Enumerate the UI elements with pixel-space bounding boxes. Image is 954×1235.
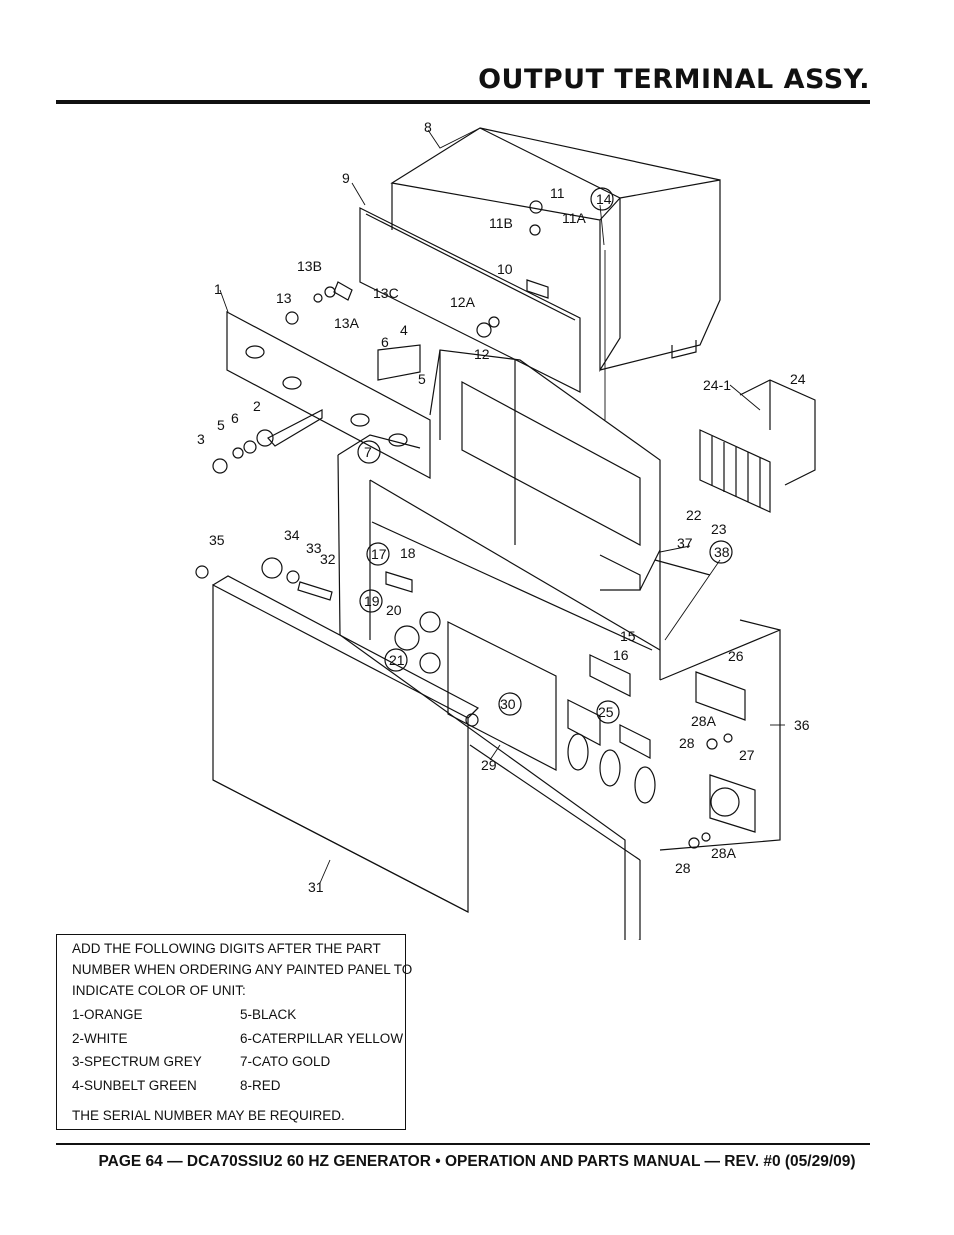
part-label: 15 <box>620 628 636 644</box>
part-label: 10 <box>497 261 513 277</box>
part-label: 11B <box>489 215 513 231</box>
leader-lines <box>219 127 785 884</box>
part-label: 18 <box>400 545 416 561</box>
part-label: 8 <box>424 119 432 135</box>
receptacle-panel <box>447 621 557 771</box>
receptacle-27 <box>709 774 756 833</box>
serial-note: THE SERIAL NUMBER MAY BE REQUIRED. <box>72 1107 345 1123</box>
part-label: 35 <box>209 532 225 548</box>
part-label: 13A <box>334 315 360 331</box>
part-label: 30 <box>500 696 516 712</box>
color-code-list: 1-ORANGE 5-BLACK 2-WHITE 6-CATERPILLAR Y… <box>72 1004 405 1096</box>
page-footer: PAGE 64 — DCA70SSIU2 60 HZ GENERATOR • O… <box>98 1153 856 1170</box>
color-code: 5-BLACK <box>240 1007 297 1022</box>
receptacle-26 <box>695 671 746 721</box>
bracket <box>526 279 549 299</box>
part-label: 34 <box>284 527 300 543</box>
part-label: 28 <box>675 860 691 876</box>
part-label: 31 <box>308 879 324 895</box>
callout-circles <box>357 187 733 724</box>
part-label: 24-1 <box>703 377 731 393</box>
footer-rule <box>56 1143 870 1145</box>
note-line: ADD THE FOLLOWING DIGITS AFTER THE PART <box>72 941 381 956</box>
part-label: 9 <box>342 170 350 186</box>
part-label: 24 <box>790 371 806 387</box>
hardware-parts <box>195 200 733 849</box>
header-rule <box>56 100 870 104</box>
top-cover-box <box>390 127 721 373</box>
part-label: 25 <box>598 704 614 720</box>
front-door <box>212 575 479 913</box>
part-label: 13C <box>373 285 399 301</box>
circuit-breaker-assembly <box>699 379 816 513</box>
color-code: 1-ORANGE <box>72 1007 143 1022</box>
part-label: 17 <box>371 546 387 562</box>
part-label: 20 <box>386 602 402 618</box>
part-label: 26 <box>728 648 744 664</box>
part-label: 27 <box>739 747 755 763</box>
color-code: 8-RED <box>240 1077 281 1093</box>
part-label: 1 <box>214 281 222 297</box>
rod-37 <box>654 559 711 576</box>
part-label: 11A <box>562 210 587 226</box>
part-label: 6 <box>231 410 239 426</box>
part-label: 37 <box>677 535 693 551</box>
part-label: 21 <box>389 652 405 668</box>
part-label: 14 <box>596 191 612 207</box>
part-label: 6 <box>381 334 389 350</box>
part-label: 7 <box>364 444 372 460</box>
part-label: 12A <box>450 294 476 310</box>
rod-16 <box>371 521 653 651</box>
part-label: 13B <box>297 258 322 274</box>
terminal-plate <box>226 311 431 479</box>
part-label: 3 <box>197 431 205 447</box>
page-title: OUTPUT TERMINAL ASSY. <box>478 64 870 95</box>
part-label: 11 <box>550 185 565 201</box>
exploded-parts-diagram: 8 9 11 11A 11B 14 10 13B 13C 13 13A 12A … <box>195 119 816 940</box>
color-code: 4-SUNBELT GREEN <box>72 1077 197 1093</box>
part-label: 28A <box>691 713 717 729</box>
part-label: 38 <box>714 544 730 560</box>
color-code: 6-CATERPILLAR YELLOW <box>240 1030 404 1046</box>
part-label: 33 <box>306 540 322 556</box>
part-label: 22 <box>686 507 702 523</box>
part-label: 32 <box>320 551 336 567</box>
main-enclosure <box>337 349 781 940</box>
color-code: 7-CATO GOLD <box>240 1054 331 1069</box>
paint-color-note: ADD THE FOLLOWING DIGITS AFTER THE PART … <box>56 934 413 1130</box>
note-line: NUMBER WHEN ORDERING ANY PAINTED PANEL T… <box>72 962 413 977</box>
part-label: 12 <box>474 346 490 362</box>
part-label: 2 <box>253 398 261 414</box>
part-label: 19 <box>364 593 380 609</box>
receptacle-openings <box>567 654 656 804</box>
inner-panel <box>359 207 581 393</box>
part-label: 5 <box>418 371 426 387</box>
part-label: 29 <box>481 757 497 773</box>
part-label: 23 <box>711 521 727 537</box>
part-label: 5 <box>217 417 225 433</box>
note-line: INDICATE COLOR OF UNIT: <box>72 983 246 998</box>
part-label: 36 <box>794 717 810 733</box>
color-code: 2-WHITE <box>72 1030 128 1046</box>
color-code: 3-SPECTRUM GREY <box>72 1054 202 1069</box>
part-label: 28A <box>711 845 737 861</box>
part-label: 13 <box>276 290 292 306</box>
part-label: 4 <box>400 322 408 338</box>
part-label: 28 <box>679 735 695 751</box>
part-label: 16 <box>613 647 629 663</box>
